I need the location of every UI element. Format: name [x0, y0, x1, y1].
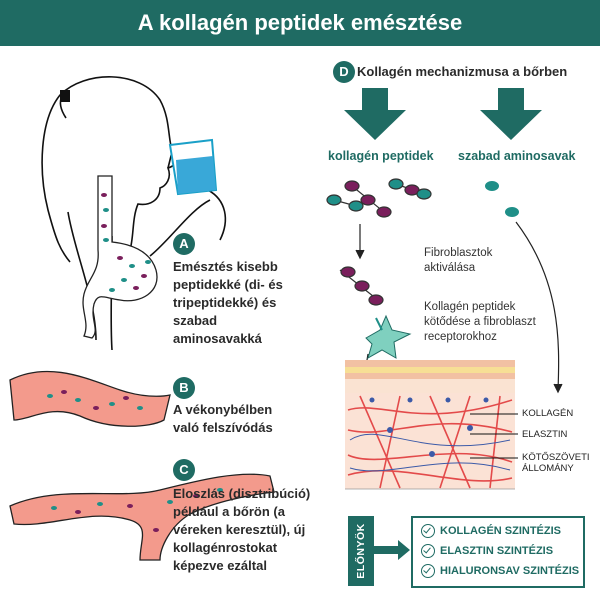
benefit-item: HIALURONSAV SZINTÉZIS: [421, 564, 579, 578]
collagen-label: KOLLAGÉN: [522, 408, 574, 419]
step-b-text: A vékonybélben való felszívódás: [173, 402, 273, 435]
benefit-item: KOLLAGÉN SZINTÉZIS: [421, 524, 561, 538]
benefits-arrow-icon: [374, 540, 410, 560]
benefits-tab: ELŐNYÖK: [348, 516, 374, 586]
collagen-fibers: [347, 395, 513, 489]
label-leader-lines: [470, 413, 518, 459]
receptor-binding-note: Kollagén peptidek kötődése a fibroblaszt…: [424, 301, 536, 343]
check-circle-icon: [421, 544, 435, 558]
step-a-text: Emésztés kisebb peptidekké (di- és tripe…: [173, 259, 283, 346]
step-c-badge: C: [173, 459, 195, 481]
digestion-illustration: [9, 76, 563, 561]
collagen-peptides-label: kollagén peptidek: [328, 149, 434, 163]
hair-tie: [60, 90, 70, 102]
step-b-badge: B: [173, 377, 195, 399]
elastin-label: ELASZTIN: [522, 429, 568, 440]
water-glass-icon: [168, 138, 218, 196]
free-amino-acids-label: szabad aminosavak: [458, 149, 576, 163]
fibroblast-activation-note: Fibroblasztok aktiválása: [424, 247, 493, 274]
step-a-badge: A: [173, 233, 195, 255]
amino-acid-particles: [485, 181, 519, 217]
digestion-particles: [101, 193, 151, 292]
skin-cross-section: [345, 360, 515, 490]
page-title: A kollagén peptidek emésztése: [0, 0, 600, 46]
step-d-badge: D: [333, 61, 355, 83]
step-d-text: Kollagén mechanizmusa a bőrben: [357, 64, 568, 79]
fibroblast-cell: [365, 314, 412, 360]
intestine-vessel: [9, 370, 171, 427]
benefits-list: KOLLAGÉN SZINTÉZIS ELASZTIN SZINTÉZIS HI…: [411, 516, 585, 588]
elastin-fibers: [349, 433, 511, 472]
blood-vessel: [9, 473, 275, 561]
step-c-text: Eloszlás (disztribúció) például a bőrön …: [173, 486, 311, 573]
down-arrow-icon: [344, 88, 542, 140]
collagen-peptide-chains: [326, 178, 432, 306]
check-circle-icon: [421, 524, 435, 538]
connective-tissue-label: KÖTŐSZÖVETI ÁLLOMÁNY: [522, 452, 590, 474]
check-circle-icon: [421, 564, 435, 578]
blue-cells: [369, 397, 489, 457]
benefit-item: ELASZTIN SZINTÉZIS: [421, 544, 553, 558]
